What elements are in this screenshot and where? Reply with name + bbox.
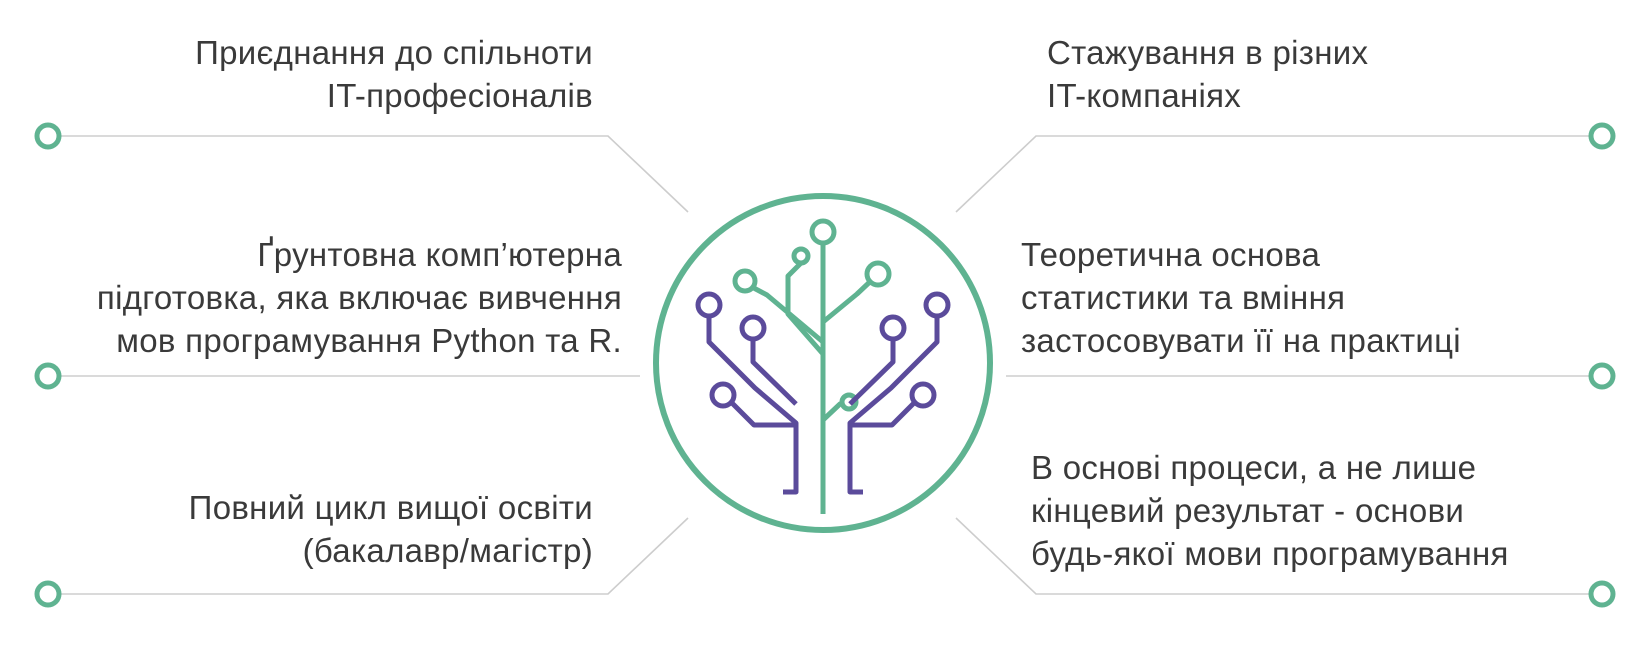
feature-processes: В основі процеси, а не лише кінцевий рез… [1031, 446, 1509, 575]
connector-left-top [60, 135, 689, 213]
node-ring-icon [34, 122, 62, 150]
feature-line: (бакалавр/магістр) [302, 532, 593, 569]
feature-computer-training: Ґрунтовна комп’ютерна підготовка, яка вк… [97, 233, 622, 362]
connector-right-top [955, 135, 1590, 213]
node-ring-icon [34, 580, 62, 608]
feature-line: кінцевий результат - основи [1031, 492, 1465, 529]
feature-line: будь-якої мови програмування [1031, 535, 1509, 572]
feature-line: Приєднання до спільноти [195, 34, 593, 71]
feature-line: Стажування в різних [1047, 34, 1369, 71]
feature-line: В основі процеси, а не лише [1031, 449, 1477, 486]
feature-line: мов програмування Python та R. [116, 322, 622, 359]
feature-statistics: Теоретична основа статистики та вміння з… [1021, 233, 1461, 362]
node-ring-icon [1588, 122, 1616, 150]
feature-community: Приєднання до спільноти IT-професіоналів [195, 31, 593, 117]
node-ring-icon [1588, 580, 1616, 608]
feature-internships: Стажування в різних IT-компаніях [1047, 31, 1368, 117]
node-ring-icon [34, 362, 62, 390]
feature-line: Теоретична основа [1021, 236, 1321, 273]
feature-line: Повний цикл вищої освіти [188, 489, 593, 526]
connector-left-bottom [60, 517, 689, 595]
feature-line: IT-професіоналів [326, 77, 593, 114]
feature-higher-education: Повний цикл вищої освіти (бакалавр/магіс… [189, 486, 593, 572]
feature-line: статистики та вміння [1021, 279, 1346, 316]
feature-line: підготовка, яка включає вивчення [96, 279, 622, 316]
node-ring-icon [1588, 362, 1616, 390]
connector-right-bottom [955, 517, 1590, 595]
feature-line: застосовувати її на практиці [1021, 322, 1461, 359]
circuit-tree-icon [653, 193, 993, 533]
feature-line: Ґрунтовна комп’ютерна [257, 236, 622, 273]
feature-line: IT-компаніях [1047, 77, 1242, 114]
